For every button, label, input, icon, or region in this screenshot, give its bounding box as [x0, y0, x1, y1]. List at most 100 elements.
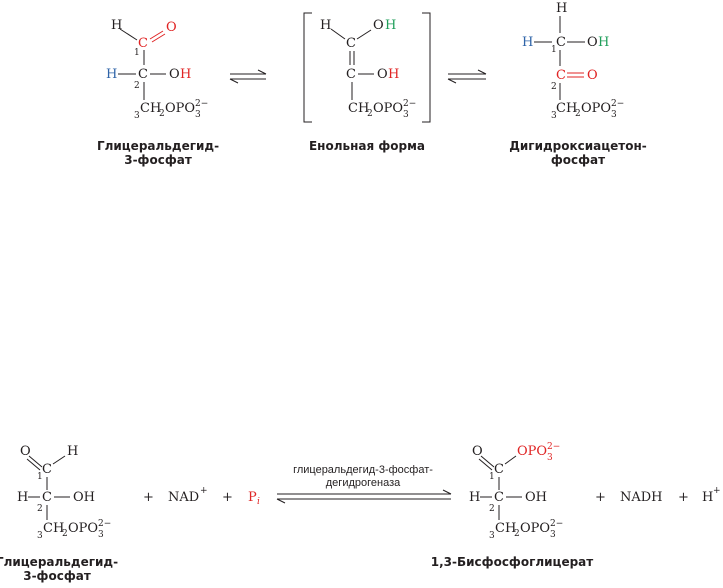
nad-charge: + — [200, 486, 208, 496]
double-bond — [480, 455, 495, 468]
enol-structure: H C O H C O H CH 2 OPO 2− 3 — [303, 12, 431, 123]
atom-o: O — [587, 35, 598, 50]
nad-label: NAD — [168, 490, 199, 505]
bond — [504, 455, 517, 465]
g3p-structure-bottom: O C H 1 H C OH 2 3 CH 2 OPO 2− 3 — [17, 444, 111, 541]
ch2-label: CH — [556, 101, 577, 116]
enol-caption: Енольная форма — [309, 139, 425, 153]
atom-h: H — [469, 490, 480, 505]
atom-c1: C — [346, 36, 356, 51]
carbon-number-3: 3 — [134, 111, 140, 121]
phosphate-label: OPO — [373, 101, 403, 116]
ch2-label: CH — [140, 101, 161, 116]
atom-c2: C — [346, 67, 356, 82]
plus-sign: + — [595, 490, 606, 505]
g3p-caption-top-1: Глицеральдегид- — [97, 139, 219, 153]
charge: 2− — [98, 519, 111, 529]
subscript: 2 — [514, 529, 520, 539]
enzyme-name-1: глицеральдегид-3-фосфат- — [293, 464, 433, 476]
bond — [119, 28, 138, 41]
hydroxyl: OH — [525, 490, 547, 505]
g3p-caption-bottom-1: Глицеральдегид- — [0, 555, 118, 569]
atom-h: H — [388, 67, 399, 82]
proton-label: H — [702, 490, 713, 505]
dhap-caption-2: фосфат — [551, 153, 605, 167]
subscript: 3 — [195, 110, 201, 120]
double-bond — [151, 33, 166, 43]
carbon-number-1: 1 — [551, 45, 557, 55]
double-bond — [28, 455, 43, 468]
plus-sign: + — [678, 490, 689, 505]
phosphate-label: OPO — [68, 521, 98, 536]
dhap-caption-1: Дигидроксиацетон- — [509, 139, 647, 153]
atom-h: H — [556, 1, 567, 16]
double-bond — [478, 458, 493, 471]
carbon-number-2: 2 — [37, 504, 43, 514]
plus-sign: + — [143, 490, 154, 505]
subscript: 3 — [98, 530, 104, 540]
equilibrium-arrow — [447, 69, 487, 84]
atom-o: O — [166, 20, 177, 35]
atom-c1: C — [138, 36, 148, 51]
atom-h: H — [385, 18, 396, 33]
phosphate-label: OPO — [517, 444, 547, 459]
plus-sign: + — [222, 490, 233, 505]
ch2-label: CH — [348, 101, 369, 116]
atom-h: H — [106, 67, 117, 82]
charge: 2− — [403, 99, 416, 109]
charge: 2− — [547, 442, 560, 452]
carbon-number-1: 1 — [134, 48, 140, 58]
atom-o: O — [169, 67, 180, 82]
carbon-number-3: 3 — [551, 111, 557, 121]
atom-o: O — [20, 444, 31, 459]
charge: 2− — [550, 519, 563, 529]
carbon-number-1: 1 — [489, 472, 495, 482]
double-bond — [26, 458, 41, 471]
carbon-number-3: 3 — [489, 531, 495, 541]
phosphate-label: OPO — [520, 521, 550, 536]
nadh-label: NADH — [620, 490, 663, 505]
carbon-number-3: 3 — [37, 531, 43, 541]
carbon-number-1: 1 — [37, 472, 43, 482]
atom-c2: C — [494, 490, 504, 505]
g3p-caption-bottom-2: 3-фосфат — [23, 569, 91, 583]
atom-h: H — [67, 444, 78, 459]
atom-o: O — [472, 444, 483, 459]
subscript: 2 — [62, 529, 68, 539]
proton-charge: + — [713, 486, 721, 496]
atom-h: H — [111, 18, 122, 33]
atom-c1: C — [42, 462, 52, 477]
atom-h: H — [522, 35, 533, 50]
bond — [330, 28, 346, 40]
ch2-label: CH — [495, 521, 516, 536]
hydroxyl: OH — [73, 490, 95, 505]
subscript: 2 — [159, 109, 165, 119]
bond — [356, 29, 372, 40]
atom-c2: C — [42, 490, 52, 505]
subscript: 3 — [611, 110, 617, 120]
carbon-number-2: 2 — [551, 82, 557, 92]
g3p-caption-top-2: 3-фосфат — [124, 153, 192, 167]
atom-o: O — [373, 18, 384, 33]
atom-c1: C — [494, 462, 504, 477]
atom-h: H — [180, 67, 191, 82]
g3p-structure-top: H C O 1 H C O H 2 3 CH 2 OPO 2− 3 — [106, 18, 208, 121]
bracket-right — [422, 12, 431, 123]
ch2-label: CH — [43, 521, 64, 536]
double-bond — [149, 30, 164, 40]
bond — [52, 455, 66, 465]
enzyme-name-2: дегидрогеназа — [326, 477, 401, 489]
pi-subscript: i — [257, 497, 260, 507]
phosphate-label: OPO — [581, 101, 611, 116]
charge: 2− — [195, 99, 208, 109]
subscript: 3 — [547, 453, 553, 463]
equilibrium-arrow — [229, 69, 267, 84]
dhap-structure: H H 1 C O H 2 C O 3 CH 2 OPO 2− 3 — [522, 1, 624, 121]
phosphate-label: OPO — [165, 101, 195, 116]
subscript: 2 — [367, 109, 373, 119]
subscript: 3 — [550, 530, 556, 540]
subscript: 3 — [403, 110, 409, 120]
bpg-structure: O C OPO 2− 3 1 H C OH 2 3 CH 2 OPO 2− 3 — [469, 442, 563, 541]
equilibrium-arrow — [276, 489, 452, 504]
